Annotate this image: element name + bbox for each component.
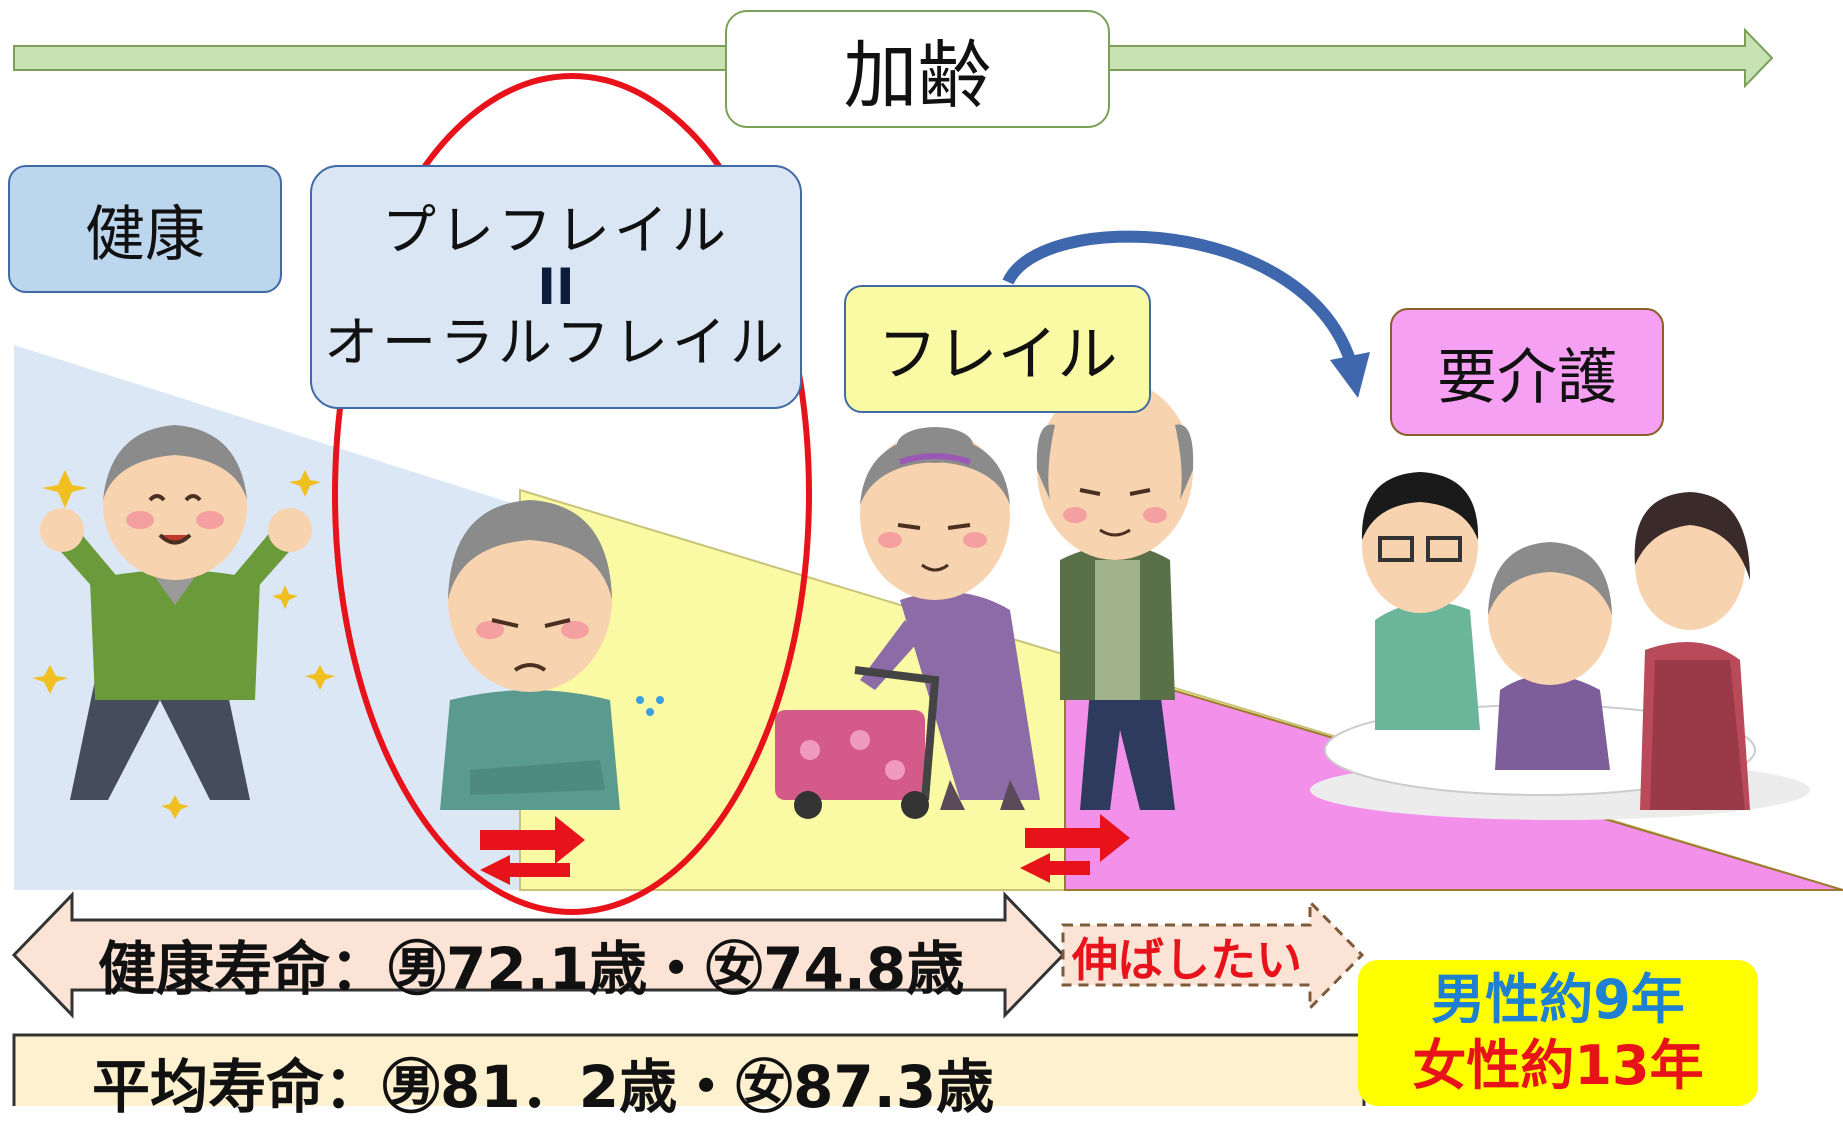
caregivers-illustration <box>1310 472 1810 820</box>
stage-prefrail: プレフレイル II オーラルフレイル <box>310 165 802 409</box>
elderly-man-standing-illustration <box>1036 380 1194 810</box>
healthy-elderly-man-illustration <box>32 425 335 819</box>
transition-arrows-prefrail <box>480 816 585 885</box>
equals-mark: II <box>537 258 575 316</box>
elderly-woman-with-walker-illustration <box>775 427 1040 819</box>
prefrail-label: プレフレイル <box>382 199 730 262</box>
extend-dashed-arrow <box>1061 898 1365 1012</box>
stage-care: 要介護 <box>1390 308 1664 436</box>
oral-frail-label: オーラルフレイル <box>324 311 788 374</box>
extend-label: 伸ばしたい <box>1072 933 1302 987</box>
gap-years-box: 男性約9年 女性約13年 <box>1358 960 1758 1106</box>
highlight-ellipse <box>332 73 812 915</box>
aging-label: 加齢 <box>725 10 1110 128</box>
gap-male: 男性約9年 <box>1431 968 1685 1031</box>
curved-arrowhead <box>1330 352 1370 398</box>
gap-female: 女性約13年 <box>1412 1034 1704 1097</box>
transition-arrows-frail <box>1020 814 1130 883</box>
healthy-life-expectancy: 健康寿命：㊚72.1歳・㊛74.8歳 <box>98 935 965 1003</box>
worried-elderly-man-illustration <box>440 500 664 810</box>
progression-curved-arrow <box>1002 230 1356 362</box>
average-life-expectancy: 平均寿命：㊚81．2歳・㊛87.3歳 <box>92 1053 995 1121</box>
stage-frail: フレイル <box>844 285 1151 413</box>
stage-health: 健康 <box>8 165 282 293</box>
